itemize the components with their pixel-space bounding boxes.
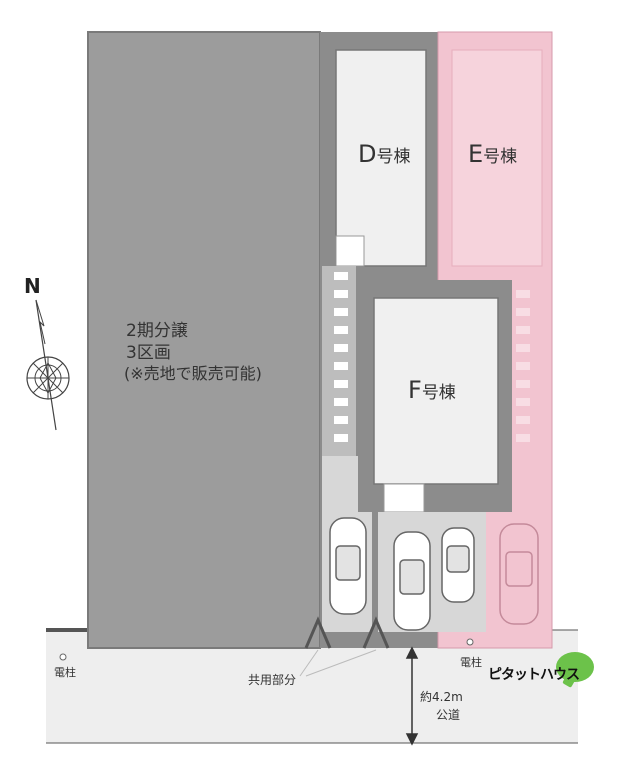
lot-d-building	[335, 49, 427, 267]
phase2-line2: 3区画	[126, 343, 171, 363]
lot-e-label: E号棟	[468, 140, 517, 168]
car-e	[499, 523, 539, 625]
lot-d-path-marks	[334, 272, 348, 442]
shared-part-markers	[304, 616, 390, 649]
lot-f-suffix: 号棟	[421, 383, 456, 403]
road-width-label: 約4.2m	[420, 690, 463, 704]
lot-f-steps	[383, 483, 425, 513]
lot-d-suffix: 号棟	[376, 147, 411, 167]
lot-f-letter: F	[408, 376, 422, 404]
utility-pole-left	[59, 653, 67, 661]
lot-f-label: F号棟	[408, 376, 456, 404]
compass-north-label: N	[24, 274, 41, 298]
lot-e-path-marks	[516, 290, 530, 442]
lot-d-letter: D	[358, 140, 377, 168]
car-d	[329, 517, 367, 615]
car-f-2	[441, 527, 475, 603]
lot-f-building	[373, 297, 499, 485]
lot-d-label: D号棟	[358, 140, 410, 168]
phase2-line1: 2期分譲	[126, 321, 188, 341]
phase2-lot	[87, 31, 321, 649]
pitat-house-logo: ピタットハウス	[484, 650, 594, 690]
utility-pole-right-label: 電柱	[460, 656, 482, 669]
road-label: 公道	[436, 708, 461, 722]
compass-icon	[26, 299, 70, 431]
logo-blob-icon	[556, 652, 594, 682]
lot-e-parking	[486, 512, 550, 632]
utility-pole-left-label: 電柱	[54, 666, 76, 679]
lot-d-steps	[335, 235, 365, 267]
shared-part-leader	[299, 649, 377, 677]
lot-e-letter: E	[468, 140, 484, 168]
road-width-arrow	[405, 646, 419, 746]
lot-e-suffix: 号棟	[483, 147, 518, 167]
logo-text: ピタットハウス	[488, 667, 580, 683]
car-f-1	[393, 531, 431, 631]
shared-part-label: 共用部分	[248, 673, 297, 687]
lot-e-building	[451, 49, 543, 267]
utility-pole-right	[466, 638, 474, 646]
phase2-line3: (※売地で販売可能)	[124, 364, 262, 383]
